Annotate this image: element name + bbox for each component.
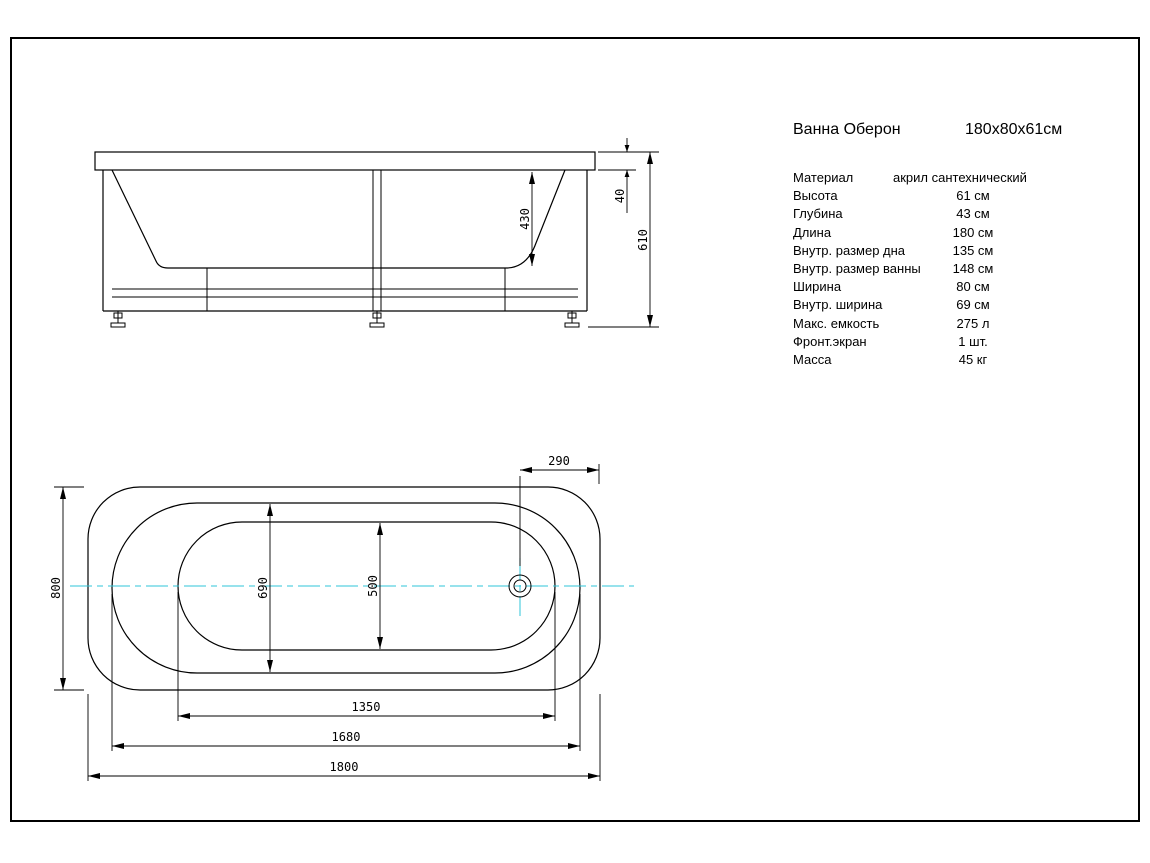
dim-overall-height: 610 [588,152,659,328]
spec-label: Глубина [793,206,843,222]
tub-rim [94,151,596,171]
front-screen [102,170,588,312]
dim-inner-depth: 430 [518,172,535,266]
spec-label: Фронт.экран [793,333,867,349]
tub-outer-contour [87,486,601,691]
spec-row-width: Ширина 80 см [793,278,1103,296]
plan-view: 290 800 690 500 [49,454,634,781]
dim-bottom-width-value: 500 [366,575,380,597]
spec-row-inner-size: Внутр. размер ванны 148 см [793,260,1103,278]
spec-row-capacity: Макс. емкость 275 л [793,315,1103,333]
spec-label: Высота [793,188,838,204]
dim-rim-height-value: 40 [613,189,627,203]
spec-value: 45 кг [958,352,988,368]
dim-overall-height-value: 610 [636,229,650,251]
dim-inner-length-value: 1680 [332,730,361,744]
adjustable-foot [110,311,126,328]
spec-value: 69 см [956,297,990,313]
spec-label: Внутр. размер дна [793,242,906,258]
dim-overall-width: 800 [49,486,84,691]
spec-value: 275 л [956,315,990,331]
dim-bottom-length: 1350 [177,592,556,721]
spec-label: Материал [793,170,854,185]
dim-drain-offset-value: 290 [548,454,570,468]
sheet-border [10,37,1140,822]
spec-value: 1 шт. [958,333,988,349]
dim-inner-length: 1680 [111,594,581,751]
spec-panel: Ванна Оберон 180х80х61см Материал акрил … [793,120,1103,369]
centerlines [70,558,634,616]
spec-row-depth: Глубина 43 см [793,205,1103,223]
dim-rim-height: 40 [598,138,659,213]
tub-interior-profile [111,169,566,269]
spec-label: Макс. емкость [793,315,880,331]
dim-overall-length: 1800 [87,694,601,781]
spec-row-length: Длина 180 см [793,224,1103,242]
dim-inner-width-value: 690 [256,577,270,599]
spec-row-bottom-size: Внутр. размер дна 135 см [793,242,1103,260]
spec-label: Длина [793,224,832,240]
spec-value: 80 см [956,279,990,295]
dim-bottom-length-value: 1350 [352,700,381,714]
adjustable-foot [369,311,385,328]
drain [508,574,532,598]
dim-inner-width: 690 [256,504,273,672]
spec-row-weight: Масса 45 кг [793,351,1103,369]
spec-label: Внутр. размер ванны [793,261,921,277]
product-name: Ванна Оберон [793,121,901,138]
adjustable-foot [564,311,580,328]
spec-label: Масса [793,352,832,368]
spec-value: 61 см [956,188,990,204]
dim-overall-length-value: 1800 [330,760,359,774]
dim-bottom-width: 500 [366,523,383,649]
spec-row-inner-width: Внутр. ширина 69 см [793,296,1103,314]
dim-inner-depth-value: 430 [518,208,532,230]
spec-value: 180 см [952,224,994,240]
side-view: 430 40 610 [94,138,659,328]
tub-rim-inner-contour [111,502,581,674]
spec-value: акрил сантехнический [893,170,1027,185]
dim-overall-width-value: 800 [49,577,63,599]
dim-drain-offset: 290 [519,454,600,566]
spec-title: Ванна Оберон 180х80х61см [793,120,1103,139]
support-frame [112,170,578,311]
spec-row-material: Материал акрил сантехнический [793,169,1103,187]
spec-value: 43 см [956,206,990,222]
spec-value: 135 см [952,242,994,258]
spec-row-front-screen: Фронт.экран 1 шт. [793,333,1103,351]
spec-table: Материал акрил сантехнический Высота 61 … [793,169,1103,369]
spec-value: 148 см [952,261,994,277]
spec-label: Ширина [793,279,842,295]
spec-row-height: Высота 61 см [793,187,1103,205]
spec-label: Внутр. ширина [793,297,883,313]
product-size: 180х80х61см [965,121,1063,138]
